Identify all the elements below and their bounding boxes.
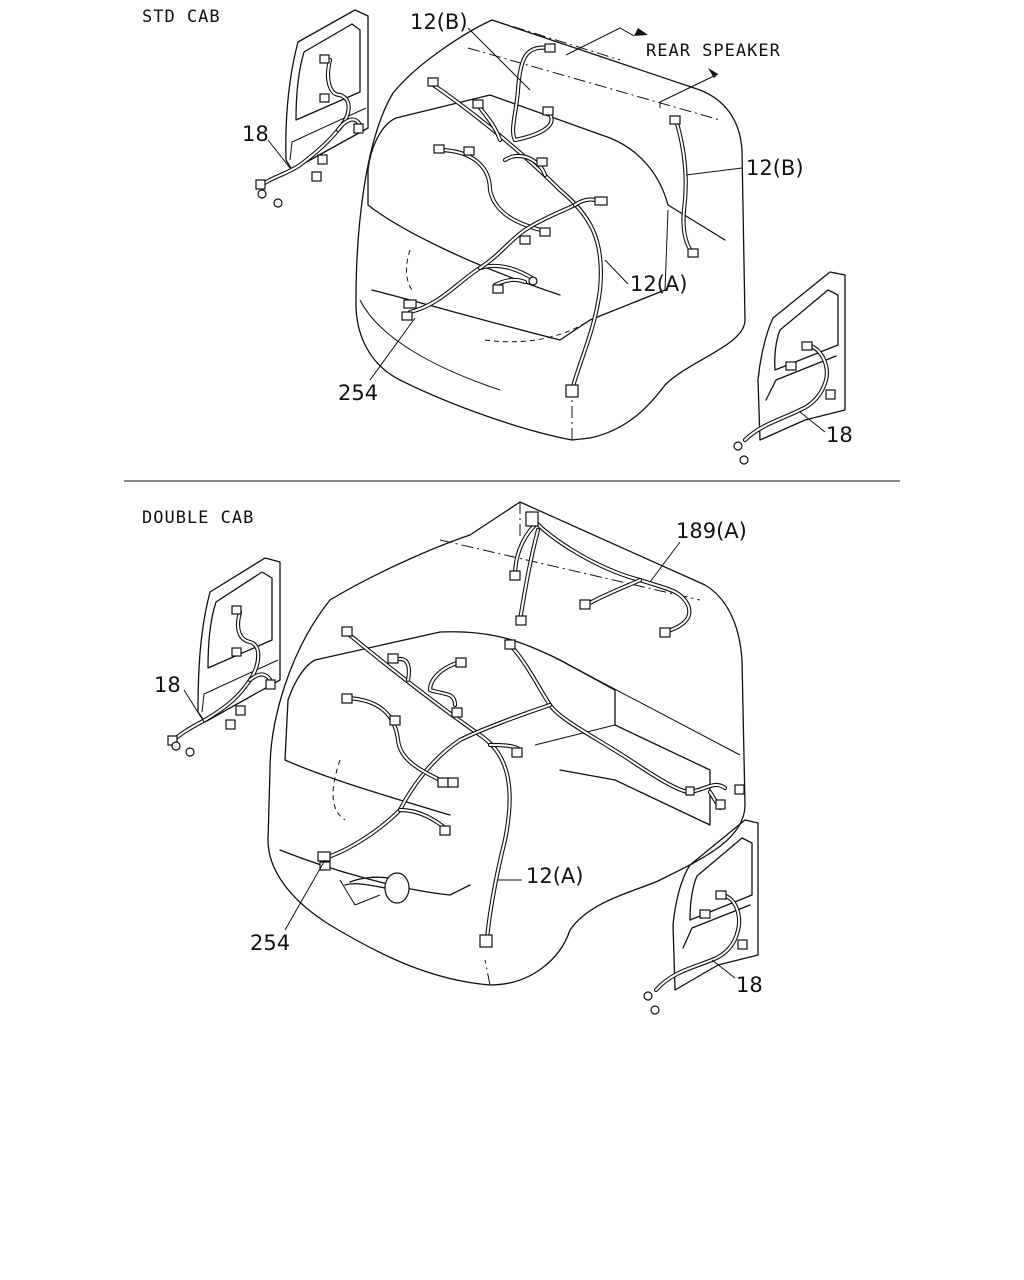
std-harness-wires <box>407 45 695 393</box>
double-door-right <box>643 819 759 1015</box>
label-12a: 12(A) <box>630 272 687 296</box>
double-door-left <box>167 557 281 757</box>
leader-12b-top <box>467 27 531 91</box>
leader-door-left <box>267 139 291 169</box>
double-grommet <box>344 872 410 904</box>
label-189a: 189(A) <box>676 519 747 543</box>
double-harness-wires <box>322 513 728 941</box>
double-connectors <box>317 511 745 948</box>
label-door-left: 18 <box>242 122 269 146</box>
std-door-right <box>733 271 846 465</box>
double-cab-body <box>267 501 746 986</box>
label-double-door-right: 18 <box>736 973 763 997</box>
label-double-254: 254 <box>250 931 290 955</box>
std-cab-body <box>355 19 746 441</box>
leader-double-door-right <box>711 959 736 979</box>
std-door-left <box>255 9 369 208</box>
std-rear-speaker-arrows: REAR SPEAKER <box>565 27 781 108</box>
label-double-12a: 12(A) <box>526 864 583 888</box>
label-door-right: 18 <box>826 423 853 447</box>
label-12b-right: 12(B) <box>746 156 804 180</box>
leader-double-door-left <box>183 689 205 723</box>
leader-12b-right <box>685 167 743 176</box>
double-cab-section: DOUBLE CAB <box>142 501 763 1015</box>
std-connectors <box>401 43 699 398</box>
leader-double-254 <box>284 859 326 931</box>
std-cab-section: STD CAB <box>142 7 853 465</box>
label-12b-top: 12(B) <box>410 10 468 34</box>
leader-189a <box>649 541 681 583</box>
leader-door-right <box>799 411 826 433</box>
rear-speaker-label: REAR SPEAKER <box>646 41 781 61</box>
std-cab-title: STD CAB <box>142 7 221 27</box>
leader-12a <box>604 259 629 285</box>
leader-254 <box>369 317 416 381</box>
label-254: 254 <box>338 381 378 405</box>
label-double-door-left: 18 <box>154 673 181 697</box>
double-cab-title: DOUBLE CAB <box>142 508 254 528</box>
